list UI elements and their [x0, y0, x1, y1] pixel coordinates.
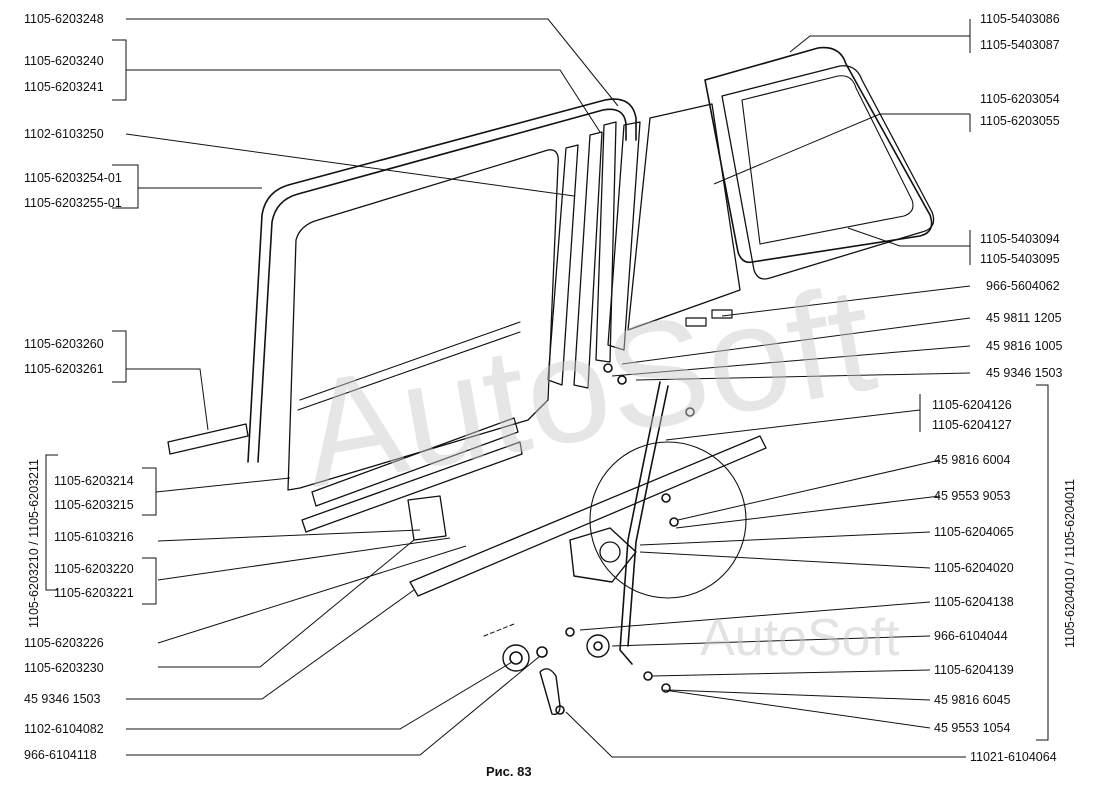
- label-1105-6203226: 1105-6203226: [24, 636, 104, 650]
- screw: [565, 627, 575, 637]
- label-1105-6103216: 1105-6103216: [54, 530, 134, 544]
- label-1105-6203055: 1105-6203055: [980, 114, 1060, 128]
- label-966-6104118: 966-6104118: [24, 748, 97, 762]
- label-1105-6203240: 1105-6203240: [24, 54, 104, 68]
- label-1105-6204139: 1105-6204139: [934, 663, 1014, 677]
- label-vertical-right: 1105-6204010 / 1105-6204011: [1063, 479, 1077, 648]
- nut-2: [669, 517, 679, 527]
- nut-3: [661, 493, 671, 503]
- window-frame-seal-inner: [257, 108, 627, 463]
- rail-upper: [311, 417, 519, 507]
- washer-2: [617, 375, 627, 385]
- label-1102-6103250: 1102-6103250: [24, 127, 104, 141]
- label-1105-6203230: 1105-6203230: [24, 661, 104, 675]
- label-1105-6203254-01: 1105-6203254-01: [24, 171, 122, 185]
- rail-lower: [301, 441, 523, 533]
- label-1105-5403087: 1105-5403087: [980, 38, 1060, 52]
- label-1105-6203214: 1105-6203214: [54, 474, 134, 488]
- label-45-9816-1005: 45 9816 1005: [986, 339, 1063, 353]
- pad-1: [685, 317, 707, 327]
- label-1105-5403094: 1105-5403094: [980, 232, 1060, 246]
- label-vertical-left: 1105-6203210 / 1105-6203211: [27, 459, 41, 628]
- figure-caption: Рис. 83: [486, 764, 532, 779]
- label-1105-6204127: 1105-6204127: [932, 418, 1012, 432]
- vent-glass: [627, 103, 741, 331]
- washer-4: [643, 671, 653, 681]
- guide-channel-3: [595, 121, 617, 363]
- rear-window-glass: [721, 65, 935, 280]
- label-45-9811-1205: 45 9811 1205: [986, 311, 1062, 325]
- nut-1: [685, 407, 695, 417]
- label-1105-5403086: 1105-5403086: [980, 12, 1060, 26]
- regulator-arm: [619, 381, 661, 665]
- label-1105-6203260: 1105-6203260: [24, 337, 104, 351]
- seal-strip: [167, 423, 249, 455]
- guide-channel-2: [573, 131, 603, 389]
- label-45-9553-1054: 45 9553 1054: [934, 721, 1011, 735]
- label-45-9816-6004: 45 9816 6004: [934, 453, 1011, 467]
- guide-channel-4: [607, 121, 641, 351]
- label-45-9346-1503-right: 45 9346 1503: [986, 366, 1063, 380]
- label-1105-6203261: 1105-6203261: [24, 362, 104, 376]
- front-door-glass: [287, 149, 559, 491]
- handle-spring: [536, 646, 548, 658]
- label-1105-6203220: 1105-6203220: [54, 562, 134, 576]
- pad-2: [711, 309, 733, 319]
- label-1105-6203241: 1105-6203241: [24, 80, 104, 94]
- label-45-9816-6045: 45 9816 6045: [934, 693, 1011, 707]
- label-1105-6204126: 1105-6204126: [932, 398, 1012, 412]
- label-1105-6203054: 1105-6203054: [980, 92, 1060, 106]
- label-45-9553-9053: 45 9553 9053: [934, 489, 1011, 503]
- long-guide-rail: [409, 435, 767, 597]
- label-45-9346-1503-left: 45 9346 1503: [24, 692, 101, 706]
- bracket: [407, 495, 447, 541]
- nut-4: [661, 683, 671, 693]
- rear-window-seal: [704, 46, 933, 264]
- label-1105-5403095: 1105-5403095: [980, 252, 1060, 266]
- label-1105-6203248: 1105-6203248: [24, 12, 104, 26]
- guide-channel-1: [547, 144, 579, 386]
- window-frame-seal: [247, 98, 637, 463]
- label-1105-6204020: 1105-6204020: [934, 561, 1014, 575]
- label-1102-6104082: 1102-6104082: [24, 722, 104, 736]
- label-11021-6104064: 11021-6104064: [970, 750, 1057, 764]
- label-966-5604062: 966-5604062: [986, 279, 1060, 293]
- label-1105-6204065: 1105-6204065: [934, 525, 1014, 539]
- label-1105-6203215: 1105-6203215: [54, 498, 134, 512]
- handle-rosette: [502, 644, 530, 672]
- label-966-6104044: 966-6104044: [934, 629, 1008, 643]
- regulator-sector: [589, 441, 747, 599]
- washer-1: [603, 363, 613, 373]
- regulator-mechanism: [569, 527, 637, 583]
- label-1105-6203221: 1105-6203221: [54, 586, 134, 600]
- label-1105-6203255-01: 1105-6203255-01: [24, 196, 122, 210]
- label-1105-6204138: 1105-6204138: [934, 595, 1014, 609]
- washer-3: [586, 634, 610, 658]
